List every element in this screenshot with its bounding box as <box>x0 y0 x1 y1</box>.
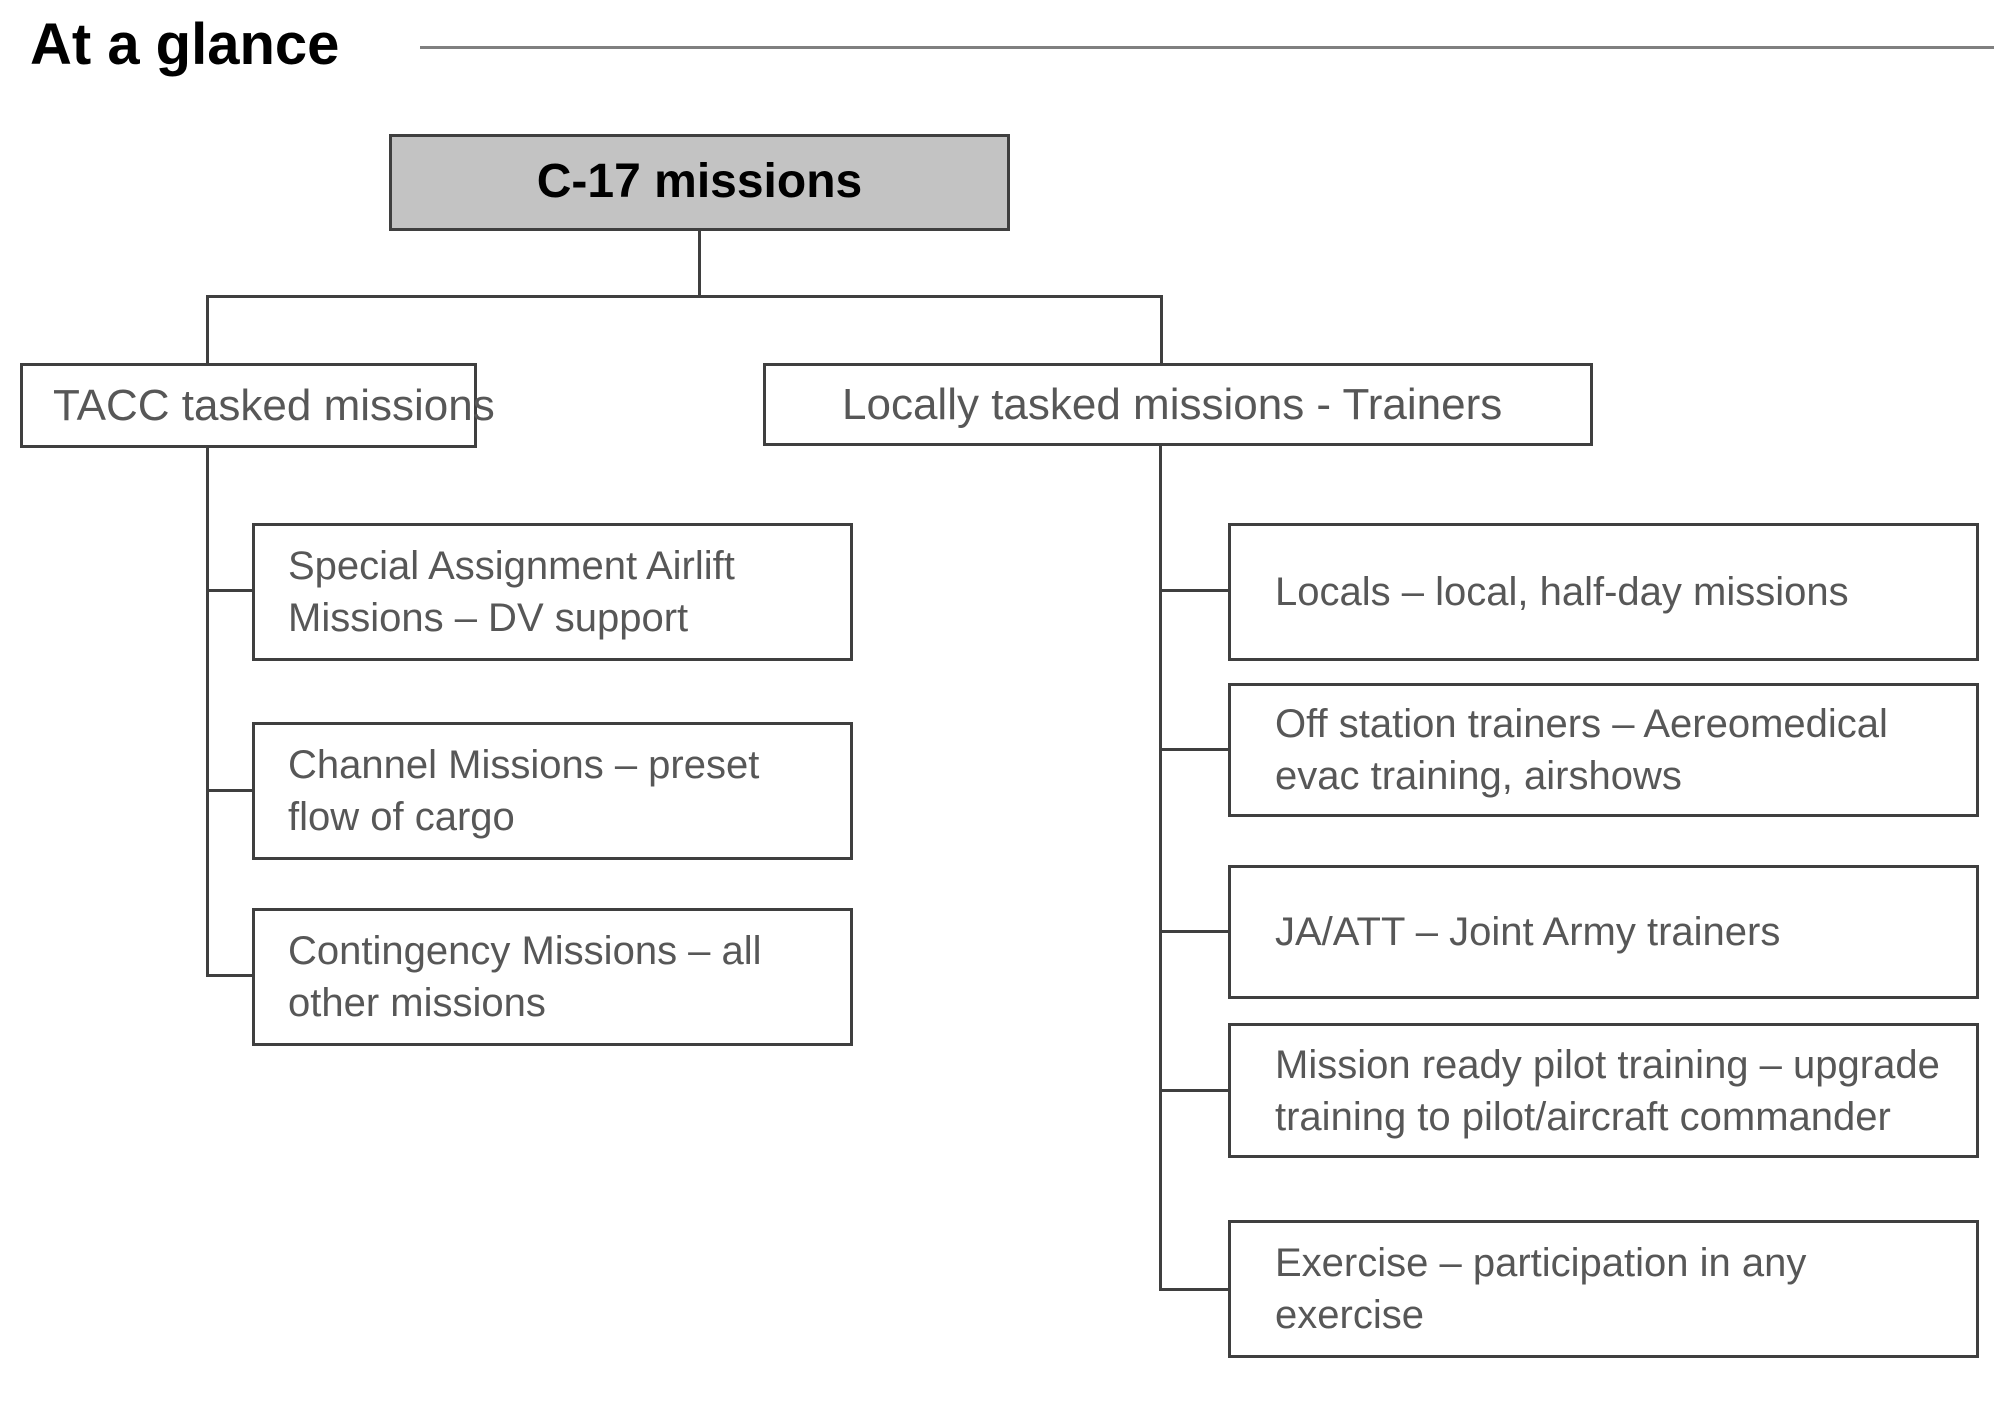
node-locals: Locals – local, half-day missions <box>1228 523 1979 661</box>
node-label-line: JA/ATT – Joint Army trainers <box>1275 910 1781 954</box>
node-label: Locally tasked missions - Trainers <box>842 379 1503 429</box>
node-label-line: Locals – local, half-day missions <box>1275 570 1849 614</box>
node-c17-missions: C-17 missions <box>389 134 1010 231</box>
node-locally-tasked-missions: Locally tasked missions - Trainers <box>763 363 1593 446</box>
connector-branch-locals <box>1159 589 1230 592</box>
connector-branch-special-assignment <box>206 589 254 592</box>
node-jaatt: JA/ATT – Joint Army trainers <box>1228 865 1979 999</box>
node-label-line: Channel Missions – preset <box>288 743 760 787</box>
node-contingency-missions: Contingency Missions – all other mission… <box>252 908 853 1046</box>
page-title: At a glance <box>30 12 340 77</box>
connector-branch-exercise <box>1159 1288 1230 1291</box>
node-exercise: Exercise – participation in any exercise <box>1228 1220 1979 1358</box>
connector-branch-channel <box>206 789 254 792</box>
connector-branch-mission-ready <box>1159 1089 1230 1092</box>
node-label-line: Contingency Missions – all <box>288 929 762 973</box>
connector-drop-locally <box>1160 295 1163 363</box>
node-label: TACC tasked missions <box>53 380 495 430</box>
node-mission-ready-pilot-training: Mission ready pilot training – upgrade t… <box>1228 1023 1979 1158</box>
node-label: C-17 missions <box>536 155 863 209</box>
connector-level1-crossbar <box>206 295 1163 298</box>
node-label-line: Missions – DV support <box>288 596 689 640</box>
connector-branch-jaatt <box>1159 930 1230 933</box>
node-label-line: Exercise – participation in any <box>1275 1241 1807 1285</box>
title-rule <box>420 46 1994 49</box>
connector-branch-contingency <box>206 974 254 977</box>
node-special-assignment-airlift: Special Assignment Airlift Missions – DV… <box>252 523 853 661</box>
node-label-line: training to pilot/aircraft commander <box>1275 1094 1891 1139</box>
node-label-line: Special Assignment Airlift <box>288 544 735 588</box>
node-label-line: Off station trainers – Aereomedical <box>1275 702 1888 746</box>
node-channel-missions: Channel Missions – preset flow of cargo <box>252 722 853 860</box>
node-label-line: other missions <box>288 981 546 1025</box>
connector-root-stem <box>698 231 701 295</box>
connector-drop-tacc <box>206 295 209 363</box>
node-label-line: Mission ready pilot training – upgrade <box>1275 1042 1940 1087</box>
node-label-line: evac training, airshows <box>1275 754 1682 798</box>
node-label-line: flow of cargo <box>288 795 515 839</box>
node-label-line: exercise <box>1275 1293 1424 1337</box>
connector-branch-off-station <box>1159 748 1230 751</box>
connector-spine-locally <box>1159 445 1162 1291</box>
connector-spine-tacc <box>206 447 209 977</box>
node-off-station-trainers: Off station trainers – Aereomedical evac… <box>1228 683 1979 817</box>
node-tacc-tasked-missions: TACC tasked missions <box>20 363 495 448</box>
